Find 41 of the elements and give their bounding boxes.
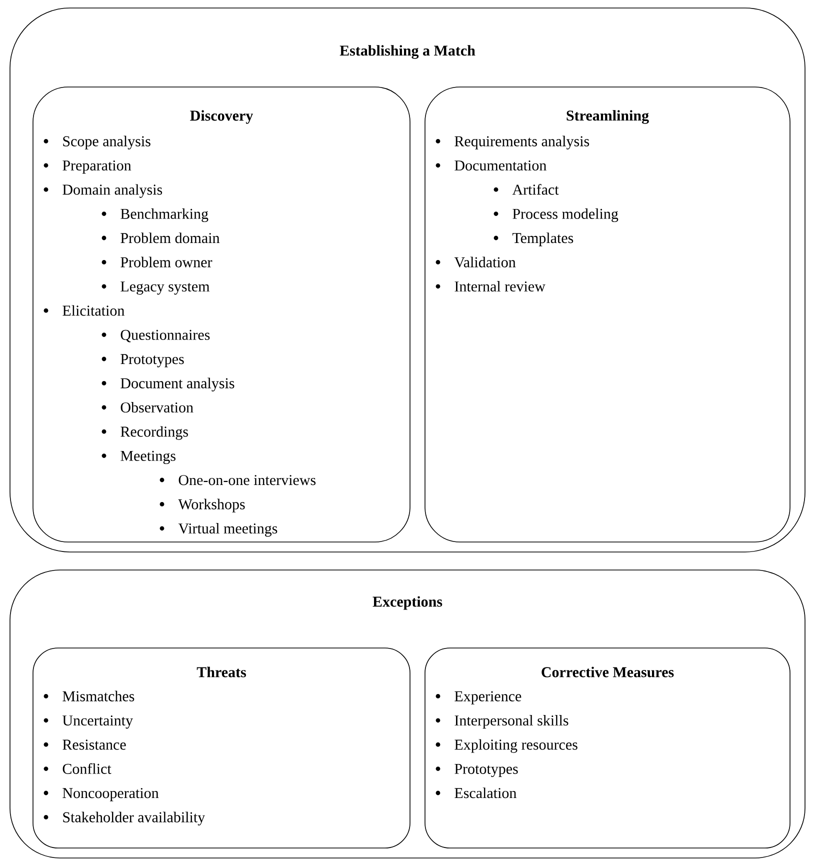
bullet-item: Benchmarking [102,208,208,222]
box-heading: Discovery [190,110,254,124]
box-heading: Corrective Measures [542,666,674,678]
bullet-item: Problem domain [102,232,220,244]
bullet-item: Workshops [160,498,245,512]
bullet-item: Requirements analysis [436,136,590,150]
bullet-item: Elicitation [44,305,124,316]
box-heading: Threats [196,666,246,678]
bullet-item: Stakeholder availability [44,812,206,826]
bullet-item: Domain analysis [44,184,162,198]
bullet-item: Prototypes [102,354,184,368]
bullet-item: Recordings [102,426,188,440]
bullet-item: Artifact [494,184,559,195]
bullet-item: Prototypes [436,764,518,778]
bullet-item: Scope analysis [44,136,150,150]
bullet-item: One-on-one interviews [160,475,316,486]
box-heading: Establishing a Match [340,45,476,59]
bullet-item: Virtual meetings [160,523,278,537]
bullet-item: Noncooperation [44,788,159,802]
bullet-item: Validation [436,256,516,268]
bullet-item: Escalation [436,788,516,798]
bullet-item: Problem owner [102,256,212,268]
bullet-item: Preparation [44,160,132,174]
bullet-item: Conflict [44,763,112,774]
box-heading: Streamlining [566,110,649,124]
bullet-item: Legacy system [102,282,210,295]
bullet-item: Exploiting resources [436,739,578,753]
bullet-item: Uncertainty [44,715,133,729]
bullet-item: Observation [102,402,194,413]
bullet-item: Mismatches [44,690,134,702]
bullet-item: Meetings [102,450,176,464]
bullet-item: Experience [436,691,522,704]
bullet-item: Internal review [436,281,546,292]
bullet-item: Templates [494,232,574,246]
bullet-item: Documentation [436,160,546,171]
bullet-item: Resistance [44,740,126,750]
bullet-item: Document analysis [102,378,234,392]
bullet-item: Process modeling [494,208,618,222]
bullet-item: Interpersonal skills [436,715,568,729]
bullet-item: Questionnaires [102,330,210,342]
box-heading: Exceptions [372,596,442,610]
